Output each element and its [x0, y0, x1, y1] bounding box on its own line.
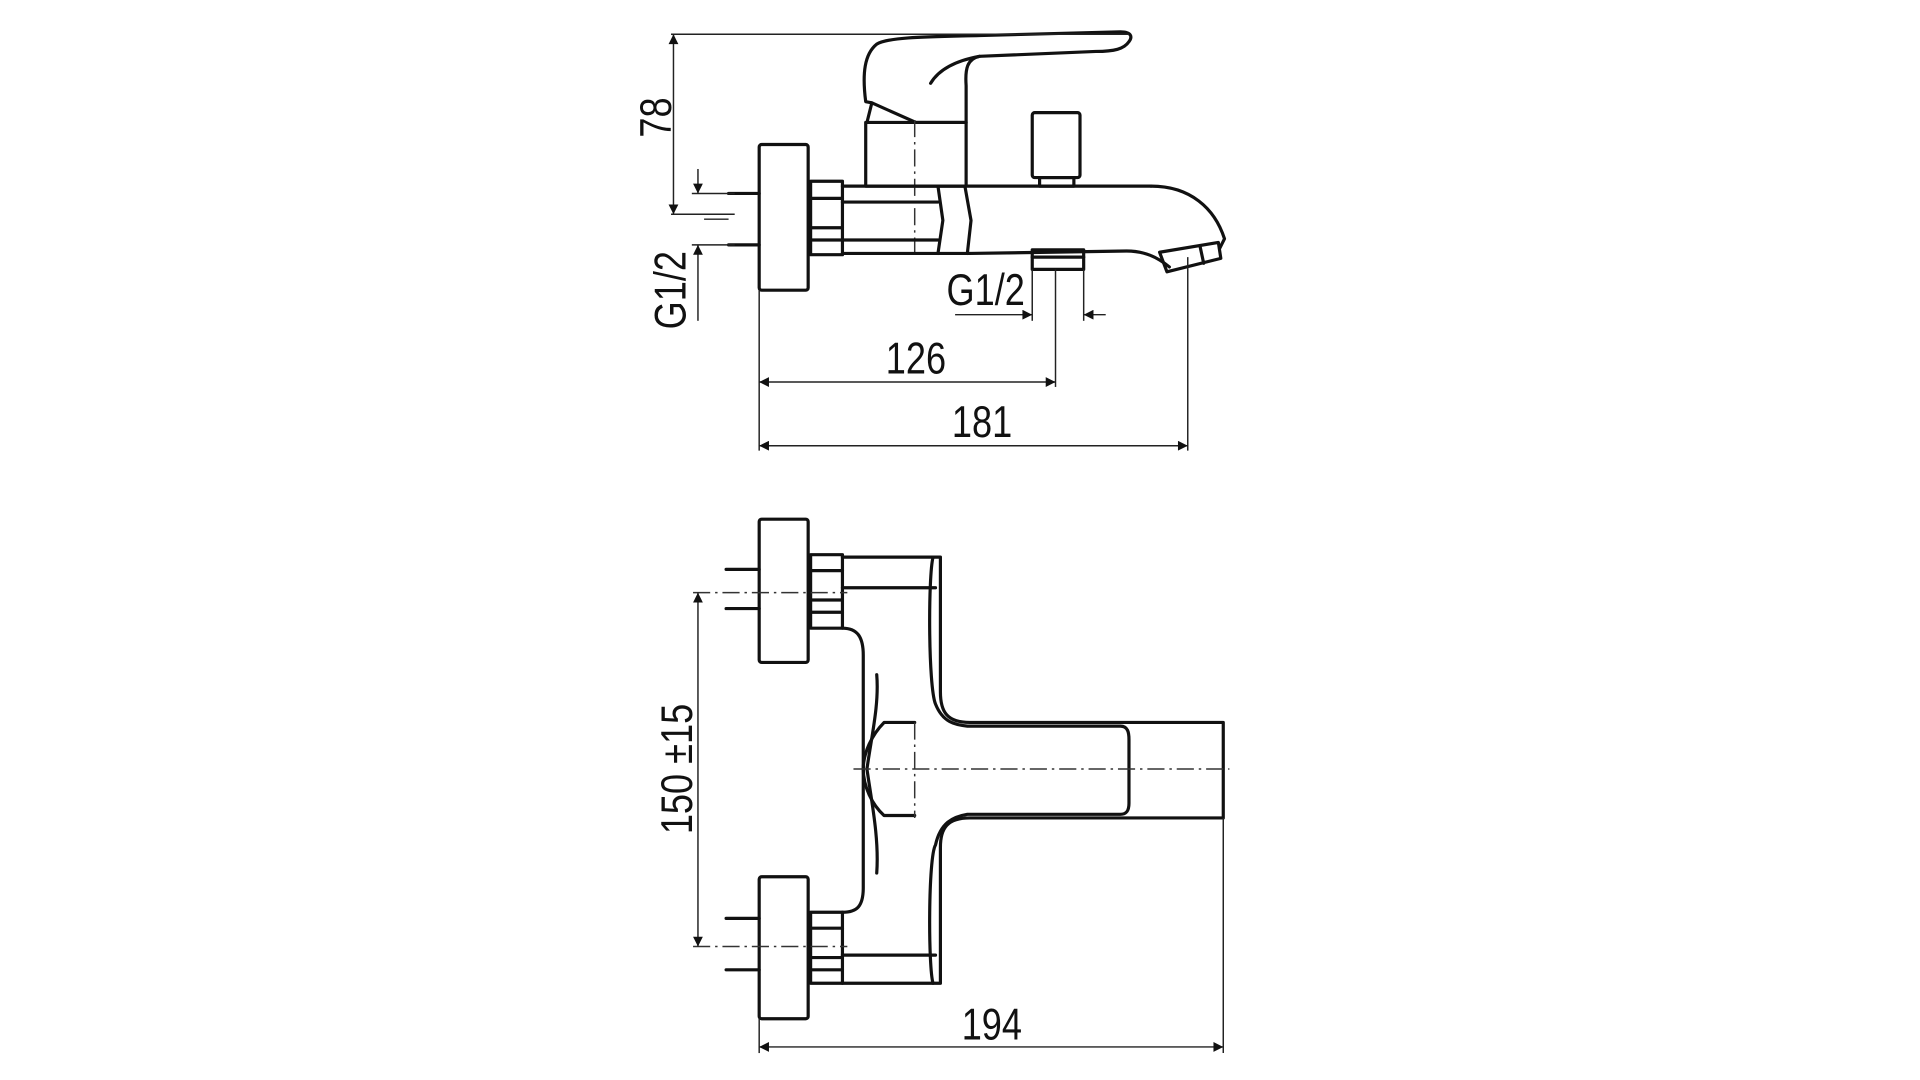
mixer-body	[840, 555, 1225, 985]
side-view: 78 G1/2 G1/2 126 181	[632, 30, 1227, 451]
wall-flange	[757, 142, 810, 292]
sleeve-band	[936, 184, 973, 256]
dim-inlet-thread-label: G1/2	[646, 251, 695, 329]
nut-lower	[809, 910, 845, 985]
wall-flange-upper	[757, 517, 810, 665]
lever-handle	[862, 30, 1133, 125]
dim-outlet-thread-label: G1/2	[947, 266, 1025, 315]
nut-upper	[809, 553, 845, 630]
dim-outlet-distance-label: 126	[886, 334, 946, 383]
dim-inlet-spacing-label: 150 ±15	[652, 704, 701, 834]
wall-flange-lower	[757, 875, 810, 1021]
dim-overall-projection-label: 194	[962, 1000, 1022, 1049]
dim-height-label: 78	[632, 97, 681, 137]
diverter-knob	[1030, 111, 1082, 180]
aerator	[1158, 240, 1223, 274]
lever-handle-curve	[929, 54, 982, 85]
dim-overall-length-label: 181	[952, 398, 1012, 447]
connection-nut	[809, 179, 845, 257]
handle-cap-line	[865, 101, 874, 125]
top-view: 150 ±15 194	[652, 517, 1230, 1054]
cartridge-column	[864, 120, 968, 188]
shower-outlet	[1030, 248, 1086, 271]
bath-spout	[968, 184, 1227, 269]
lever-arc	[865, 673, 879, 875]
